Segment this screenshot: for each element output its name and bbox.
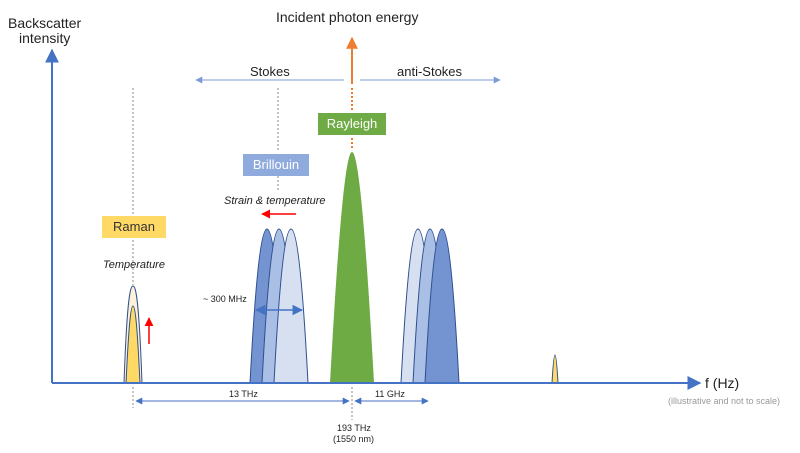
raman-badge: Raman [102,216,166,238]
dim-raman-label: 13 THz [229,389,258,399]
scale-note: (illustrative and not to scale) [668,396,781,406]
anti-stokes-label: anti-Stokes [397,64,463,79]
y-axis-label-line2: intensity [19,30,71,46]
rayleigh-peak [330,152,374,383]
stokes-label: Stokes [250,64,290,79]
x-axis-label: f (Hz) [705,375,740,391]
y-axis-label-line1: Backscatter [8,15,82,31]
raman-sublabel: Temperature [103,259,165,271]
dim-brillouin-label: 11 GHz [375,389,405,399]
brillouin-anti-stokes-peak-3 [424,228,460,384]
raman-anti-stokes-peak [551,354,559,384]
center-frequency-label: 193 THz [337,423,371,433]
raman-peak-front [125,305,141,384]
page-title: Incident photon energy [276,9,419,25]
bandwidth-label: ~ 300 MHz [203,294,247,304]
center-wavelength-label: (1550 nm) [333,434,375,444]
brillouin-sublabel: Strain & temperature [224,195,326,207]
rayleigh-badge: Rayleigh [318,113,386,135]
brillouin-badge: Brillouin [243,154,309,176]
